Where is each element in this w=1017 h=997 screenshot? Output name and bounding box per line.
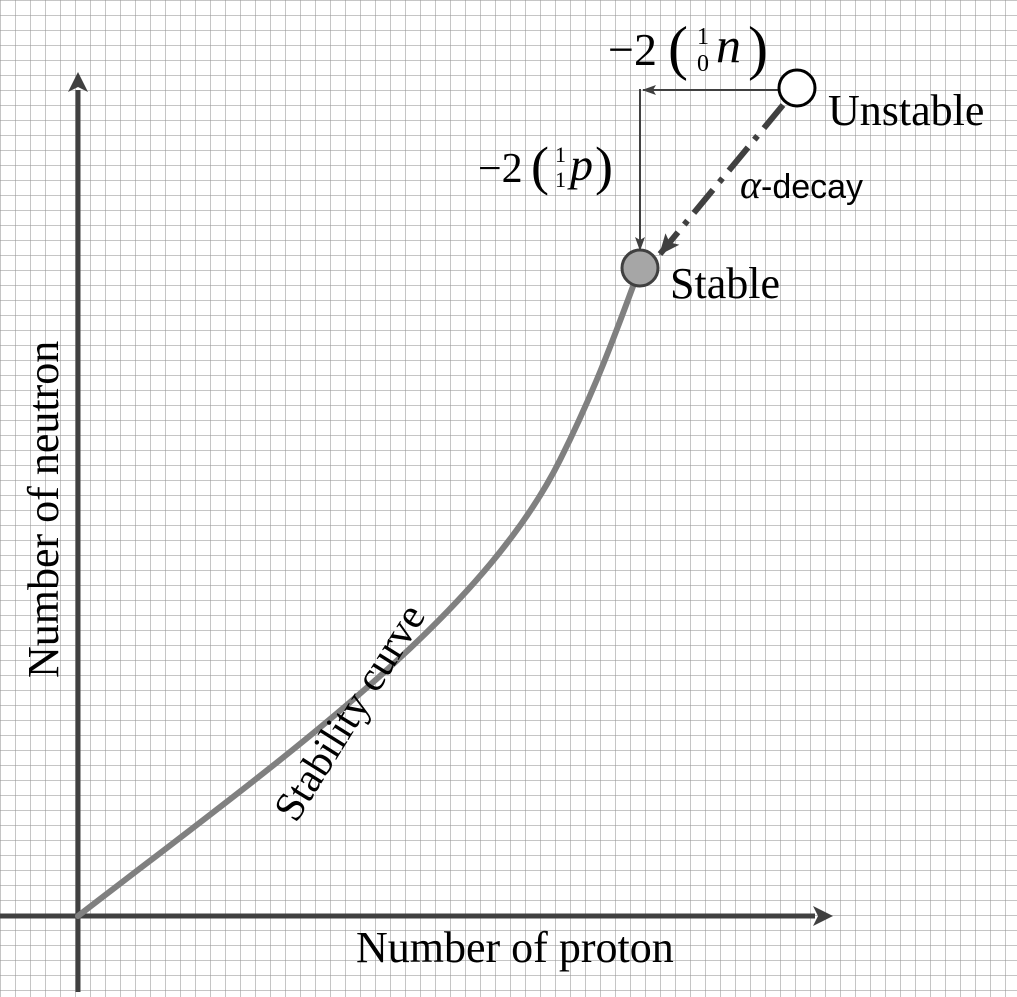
neutron-open-paren: ( (668, 15, 688, 81)
proton-open-paren: ( (531, 136, 549, 196)
unstable-nucleus-point (777, 68, 817, 108)
alpha-decay-text: -decay (761, 168, 863, 206)
proton-emission-label: −2 ( 1 1 p ) (478, 136, 613, 196)
proton-atomic-number: 1 (555, 167, 566, 192)
neutron-mass-number: 1 (697, 24, 709, 50)
stability-curve (75, 265, 643, 919)
neutron-close-paren: ) (748, 15, 768, 81)
stable-nucleus-point (620, 248, 660, 288)
y-axis-label: Number of neutron (19, 341, 68, 678)
x-axis-label: Number of proton (356, 923, 674, 972)
proton-close-paren: ) (595, 136, 613, 196)
proton-coefficient: −2 (478, 146, 523, 192)
alpha-decay-arrow (657, 103, 786, 256)
alpha-symbol: α (740, 162, 762, 207)
proton-symbol: p (567, 139, 593, 190)
stability-curve-label: Stability curve (265, 596, 434, 829)
stable-label: Stable (670, 259, 780, 308)
neutron-emission-label: −2 ( 1 0 n ) (608, 15, 768, 81)
proton-mass-number: 1 (555, 142, 566, 167)
neutron-symbol: n (716, 17, 741, 73)
neutron-coefficient: −2 (608, 24, 657, 75)
neutron-atomic-number: 0 (697, 51, 709, 77)
alpha-decay-label: α-decay (740, 162, 863, 207)
unstable-label: Unstable (828, 86, 984, 135)
